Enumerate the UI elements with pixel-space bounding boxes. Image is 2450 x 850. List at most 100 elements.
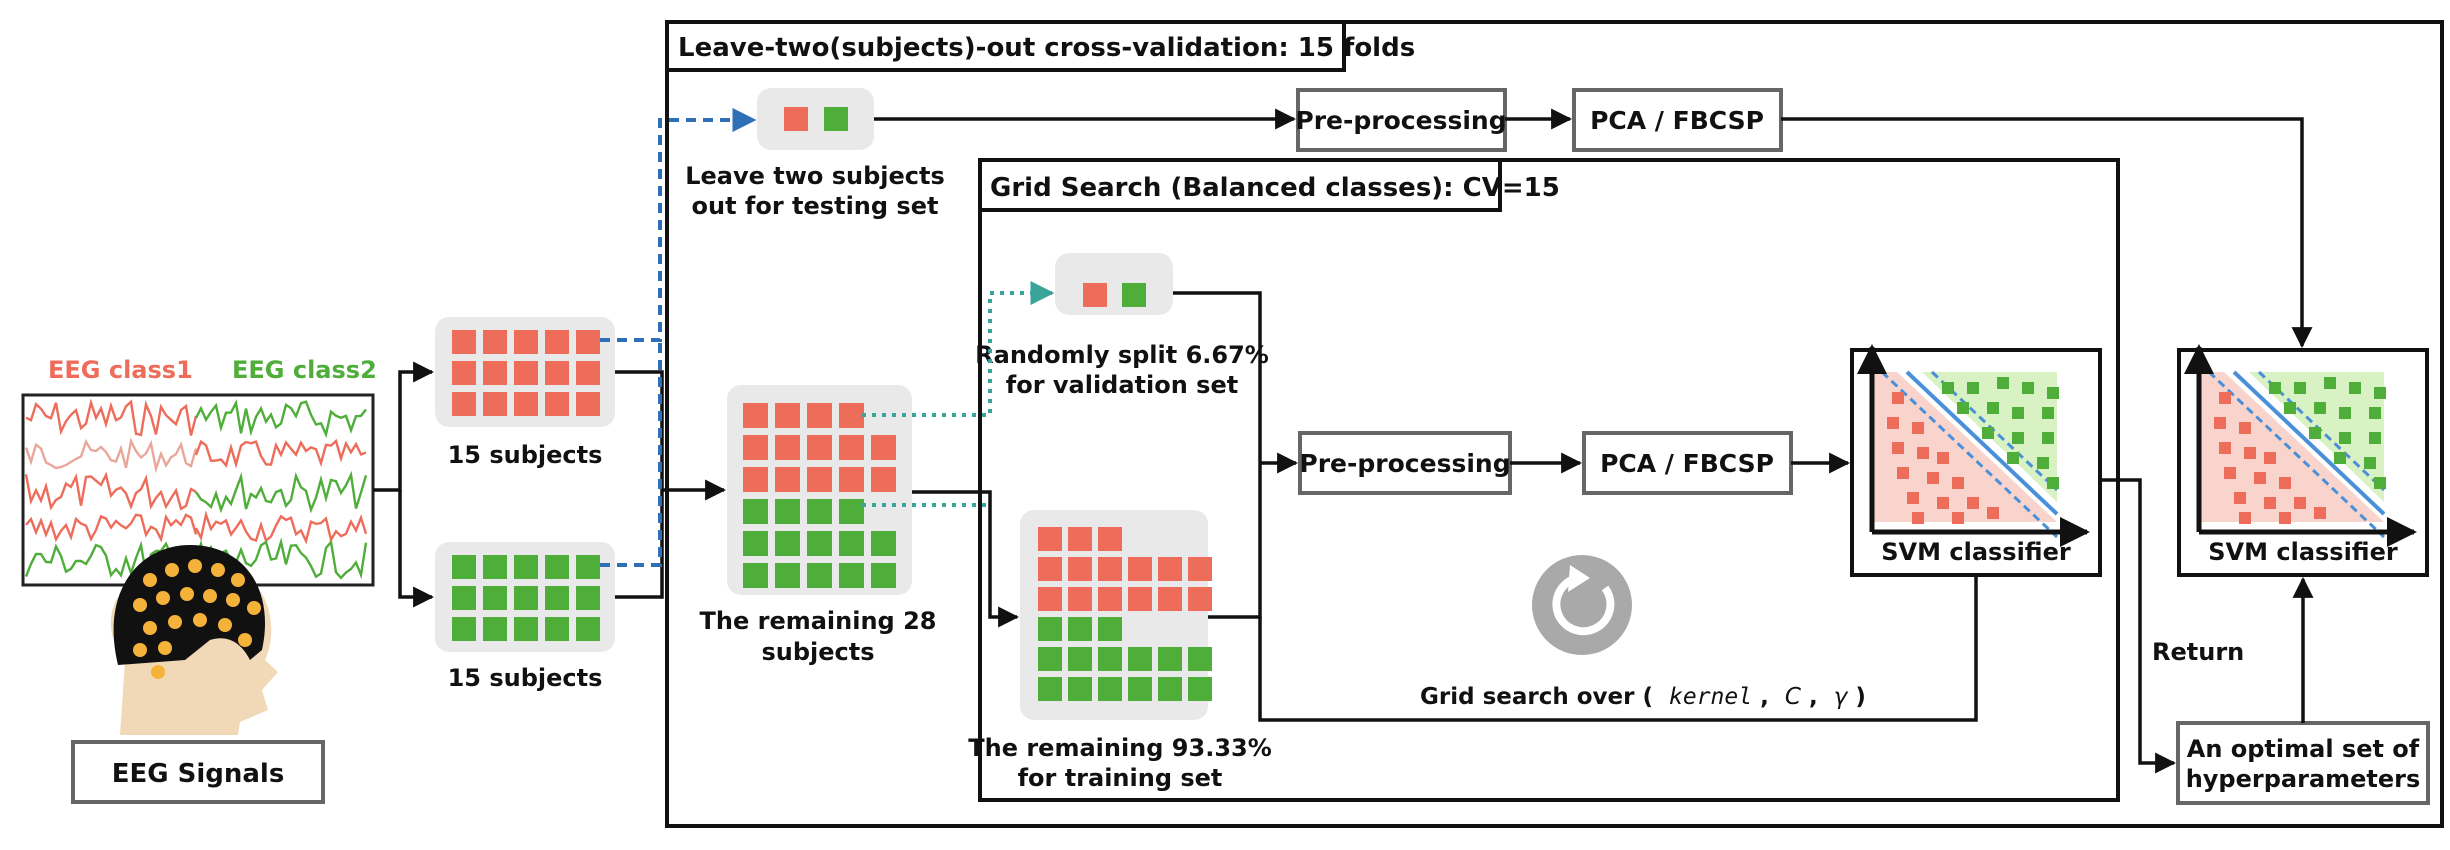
class2-point	[2294, 382, 2306, 394]
pca-inner-label: PCA / FBCSP	[1600, 449, 1774, 478]
electrode	[168, 615, 182, 629]
class1-point	[2294, 497, 2306, 509]
validation-tray	[1055, 253, 1173, 315]
grid-title: Grid Search (Balanced classes): CV=15	[990, 173, 1560, 203]
class2-point	[2309, 427, 2321, 439]
green-subjects-grid	[452, 555, 600, 641]
subject-square	[1158, 557, 1182, 581]
class1-region	[2199, 372, 2384, 522]
subject-square	[452, 586, 476, 610]
subject-square	[1188, 587, 1212, 611]
eeg-wave	[24, 540, 197, 580]
refresh-icon	[1532, 555, 1632, 655]
subject-square	[871, 531, 896, 556]
electrode	[133, 598, 147, 612]
subject-square	[514, 361, 538, 385]
class1-point	[1967, 497, 1979, 509]
head-icon	[110, 545, 278, 735]
class1-point	[2264, 452, 2276, 464]
subject-square	[839, 467, 864, 492]
subject-square	[483, 555, 507, 579]
remaining28-line2: subjects	[761, 638, 874, 666]
class1-point	[2314, 507, 2326, 519]
eeg-electrodes	[133, 559, 261, 679]
class1-point	[2264, 497, 2276, 509]
validation-red-square	[1083, 283, 1107, 307]
red-subjects-label: 15 subjects	[448, 441, 603, 469]
subject-square	[452, 392, 476, 416]
subject-square	[743, 435, 768, 460]
subject-square	[775, 499, 800, 524]
subject-square	[452, 361, 476, 385]
subject-square	[775, 563, 800, 588]
electrode	[231, 573, 245, 587]
eeg-wave	[25, 398, 198, 437]
subject-square	[576, 586, 600, 610]
class1-point	[1952, 512, 1964, 524]
class2-point	[2324, 377, 2336, 389]
subject-square	[545, 617, 569, 641]
subject-square	[1188, 557, 1212, 581]
subject-square	[1128, 587, 1152, 611]
pca-top-label: PCA / FBCSP	[1590, 106, 1764, 135]
connectors	[373, 108, 2314, 774]
class1-point	[2279, 512, 2291, 524]
electrode	[143, 621, 157, 635]
validation-line1: Randomly split 6.67%	[975, 341, 1269, 369]
class2-point	[2339, 432, 2351, 444]
electrode	[165, 563, 179, 577]
preprocessing-inner-label: Pre-processing	[1299, 449, 1510, 478]
svm-inner-plot	[1857, 344, 2090, 547]
class2-point	[2047, 477, 2059, 489]
training-line1: The remaining 93.33%	[968, 734, 1272, 762]
subject-square	[514, 617, 538, 641]
class1-point	[2239, 512, 2251, 524]
outer-title-box	[665, 20, 1346, 72]
subject-square	[871, 435, 896, 460]
svm-inner-label: SVM classifier	[1881, 538, 2071, 566]
subject-square	[514, 330, 538, 354]
optimal-line2: hyperparameters	[2186, 765, 2421, 793]
eeg-signals-box	[71, 740, 325, 804]
class2-point	[2269, 382, 2281, 394]
electrode	[193, 613, 207, 627]
subject-square	[545, 392, 569, 416]
preprocessing-inner-box	[1298, 431, 1512, 495]
test-set-line2: out for testing set	[692, 192, 939, 220]
subject-square	[807, 467, 832, 492]
subject-square	[1038, 527, 1062, 551]
class1-region	[1872, 372, 2057, 522]
class1-point	[2224, 467, 2236, 479]
electrode	[151, 665, 165, 679]
class2-point	[1942, 382, 1954, 394]
class2-point	[2007, 452, 2019, 464]
subject-square	[1188, 677, 1212, 701]
training-grid	[1038, 527, 1212, 701]
subject-square	[807, 435, 832, 460]
subject-square	[807, 499, 832, 524]
electrode	[156, 591, 170, 605]
class2-point	[2334, 452, 2346, 464]
subject-square	[743, 467, 768, 492]
class1-point	[1892, 392, 1904, 404]
subject-square	[545, 361, 569, 385]
class2-point	[2314, 402, 2326, 414]
subject-square	[1038, 677, 1062, 701]
subject-square	[1128, 647, 1152, 671]
subject-square	[1038, 617, 1062, 641]
subject-square	[483, 392, 507, 416]
validation-green-square	[1122, 283, 1146, 307]
class2-point	[2012, 407, 2024, 419]
subject-square	[514, 392, 538, 416]
subject-square	[483, 330, 507, 354]
subject-square	[1158, 677, 1182, 701]
class1-point	[1987, 507, 1999, 519]
preprocessing-top-label: Pre-processing	[1295, 106, 1506, 135]
class1-point	[1897, 467, 1909, 479]
subject-square	[871, 563, 896, 588]
subject-square	[839, 531, 864, 556]
subject-square	[1068, 617, 1092, 641]
subject-square	[514, 586, 538, 610]
margin-line	[2207, 370, 2386, 539]
subject-square	[452, 330, 476, 354]
